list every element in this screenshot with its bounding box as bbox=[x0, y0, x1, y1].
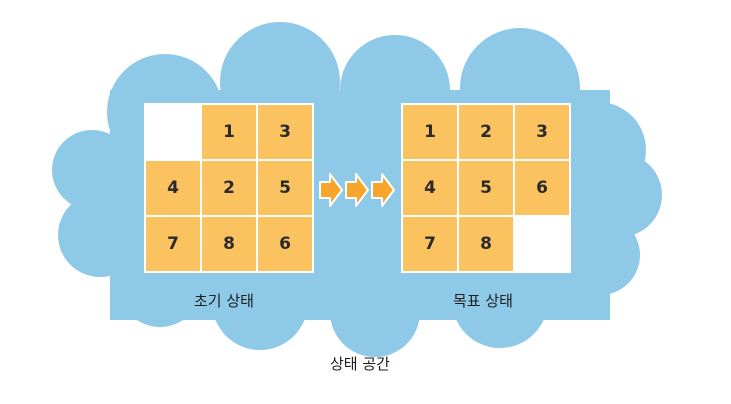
puzzle-tile: 8 bbox=[459, 217, 513, 271]
arrow-right-icon bbox=[371, 173, 395, 207]
puzzle-tile: 3 bbox=[515, 105, 569, 159]
initial-state-label: 초기 상태 bbox=[194, 292, 254, 310]
puzzle-tile: 7 bbox=[403, 217, 457, 271]
initial-state-board: 1 3 4 2 5 7 8 6 bbox=[144, 103, 314, 273]
puzzle-tile: 2 bbox=[459, 105, 513, 159]
goal-state-label: 목표 상태 bbox=[453, 292, 513, 310]
transition-arrows bbox=[319, 173, 395, 207]
arrow-right-icon bbox=[345, 173, 369, 207]
puzzle-tile: 5 bbox=[459, 161, 513, 215]
puzzle-tile: 1 bbox=[202, 105, 256, 159]
arrow-right-icon bbox=[319, 173, 343, 207]
puzzle-tile: 7 bbox=[146, 217, 200, 271]
puzzle-tile: 3 bbox=[258, 105, 312, 159]
puzzle-tile: 4 bbox=[146, 161, 200, 215]
puzzle-tile: 4 bbox=[403, 161, 457, 215]
goal-state-board: 1 2 3 4 5 6 7 8 bbox=[401, 103, 571, 273]
puzzle-tile: 1 bbox=[403, 105, 457, 159]
puzzle-tile bbox=[146, 105, 200, 159]
state-space-label: 상태 공간 bbox=[330, 355, 390, 373]
puzzle-tile: 2 bbox=[202, 161, 256, 215]
puzzle-tile: 6 bbox=[515, 161, 569, 215]
puzzle-tile: 8 bbox=[202, 217, 256, 271]
puzzle-tile bbox=[515, 217, 569, 271]
puzzle-tile: 5 bbox=[258, 161, 312, 215]
puzzle-tile: 6 bbox=[258, 217, 312, 271]
